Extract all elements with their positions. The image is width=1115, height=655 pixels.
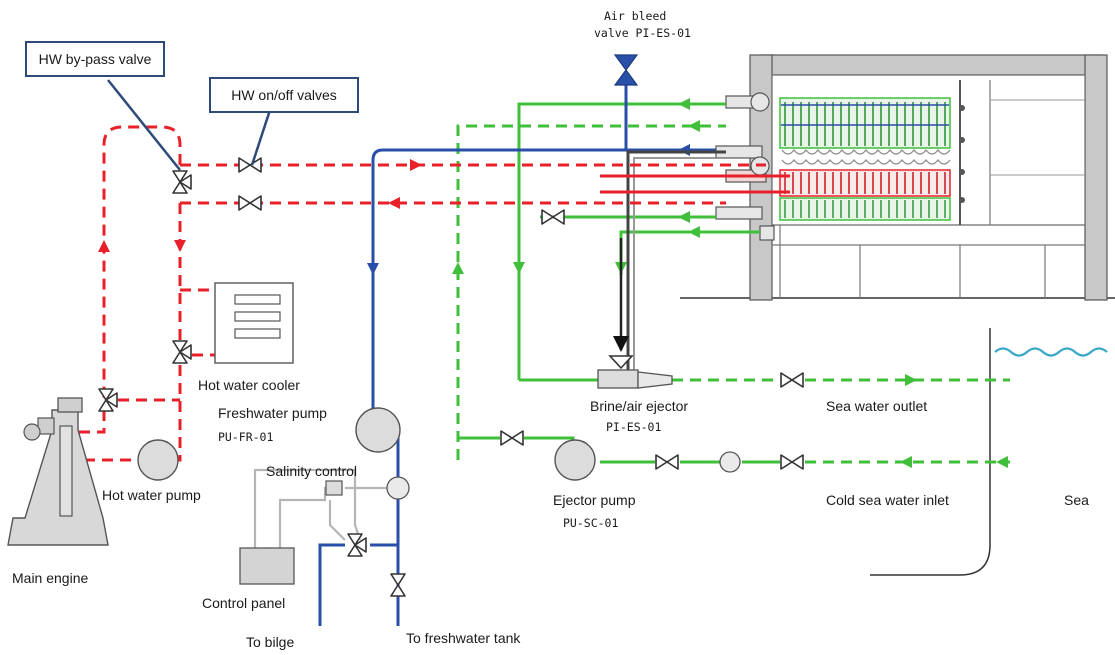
cooler-valve xyxy=(172,340,192,364)
valves xyxy=(98,54,804,597)
sea-waves xyxy=(994,347,1108,357)
inlet-valve-2 xyxy=(780,454,804,470)
outlet-valve xyxy=(780,372,804,388)
callout-hw-onoff-text: HW on/off valves xyxy=(231,87,337,103)
plate-pack-separator xyxy=(781,149,951,165)
label-sea-water-outlet: Sea water outlet xyxy=(826,398,927,414)
brine-arrow xyxy=(613,336,629,352)
hot-water-solid xyxy=(600,174,790,194)
freshwater-pump xyxy=(355,407,401,453)
label-freshwater-pump: Freshwater pump xyxy=(218,405,327,421)
ejector-pump xyxy=(554,439,596,481)
label-cold-sea-water-inlet: Cold sea water inlet xyxy=(826,492,949,508)
engine-valve xyxy=(98,388,118,412)
control-lines xyxy=(253,468,388,550)
equipment xyxy=(7,282,741,585)
labels: Air bleed valve PI-ES-01 Hot water coole… xyxy=(12,9,1089,650)
brine-lines xyxy=(619,150,726,378)
ejector-top-valve xyxy=(608,355,634,370)
callout-hw-onoff: HW on/off valves xyxy=(209,77,359,166)
salinity-sensor xyxy=(386,476,410,500)
salinity-valve xyxy=(347,533,367,557)
hot-water-arrows xyxy=(98,159,422,252)
label-to-freshwater-tank: To freshwater tank xyxy=(406,630,521,646)
sea-area xyxy=(680,297,1115,576)
sea-water-valve-upper xyxy=(541,209,565,225)
label-sea: Sea xyxy=(1064,492,1089,508)
brine-air-ejector xyxy=(597,369,673,389)
callout-hw-bypass-text: HW by-pass valve xyxy=(39,51,152,67)
hot-water-cooler-unit xyxy=(214,282,294,364)
callout-hw-bypass: HW by-pass valve xyxy=(25,41,181,171)
evaporator-unit xyxy=(715,54,1108,301)
label-freshwater-pump-code: PU-FR-01 xyxy=(218,430,273,444)
control-panel-box xyxy=(239,547,295,585)
hw-onoff-valve-top xyxy=(238,157,262,173)
label-air-bleed-1: Air bleed xyxy=(604,9,666,23)
hot-water-lines xyxy=(65,125,766,462)
label-main-engine: Main engine xyxy=(12,570,88,586)
inlet-valve-1 xyxy=(655,454,679,470)
label-hot-water-cooler: Hot water cooler xyxy=(198,377,300,393)
main-engine xyxy=(7,397,109,546)
label-brine-air-ejector: Brine/air ejector xyxy=(590,398,688,414)
label-control-panel: Control panel xyxy=(202,595,285,611)
air-bleed-valve xyxy=(613,54,639,86)
label-to-bilge: To bilge xyxy=(246,634,294,650)
inlet-filter xyxy=(719,451,741,473)
label-ejector-pump-code: PU-SC-01 xyxy=(563,516,618,530)
label-air-bleed-2: valve PI-ES-01 xyxy=(594,26,691,40)
plate-pack-evaporator xyxy=(779,169,951,221)
hw-bypass-valve xyxy=(172,170,192,194)
ejector-line-valve xyxy=(500,430,524,446)
plate-pack-condenser xyxy=(779,97,951,149)
label-brine-air-ejector-code: PI-ES-01 xyxy=(606,420,661,434)
label-ejector-pump: Ejector pump xyxy=(553,492,636,508)
hot-water-pump xyxy=(137,439,179,481)
label-salinity-control: Salinity control xyxy=(266,463,357,479)
salinity-control-box xyxy=(325,480,343,496)
label-hot-water-pump: Hot water pump xyxy=(102,487,201,503)
tank-valve xyxy=(390,573,406,597)
hw-onoff-valve-bottom xyxy=(238,195,262,211)
hull-side xyxy=(870,328,991,576)
